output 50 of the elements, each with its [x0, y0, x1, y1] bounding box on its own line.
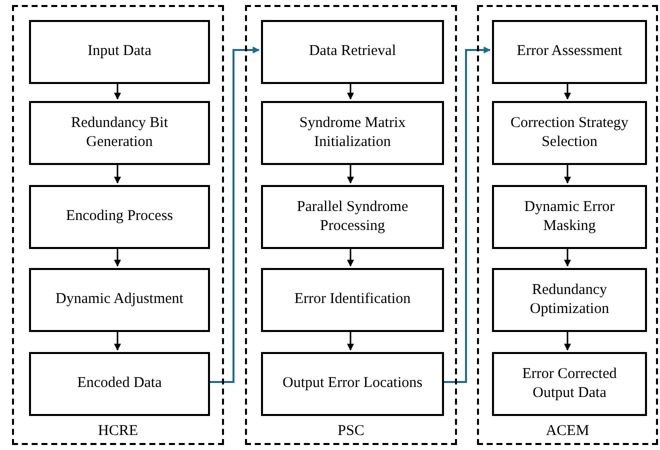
arrow — [114, 330, 121, 351]
arrow — [564, 330, 571, 351]
step-label: Encoded Data — [77, 374, 162, 394]
arrow — [114, 82, 121, 100]
group-label: PSC — [336, 423, 366, 440]
arrow — [564, 163, 571, 184]
step-label: Dynamic Adjustment — [56, 290, 184, 310]
process-box — [29, 101, 210, 165]
process-box — [29, 352, 210, 416]
step-label: Redundancy Bit Generation — [70, 114, 170, 152]
process-box — [261, 20, 444, 84]
arrow — [564, 82, 571, 100]
process-box — [492, 101, 647, 165]
process-box — [492, 20, 647, 84]
step-label: Error Identification — [294, 290, 411, 310]
process-box — [261, 101, 444, 165]
process-box — [492, 185, 647, 249]
arrow — [347, 330, 354, 351]
group-label: ACEM — [544, 423, 590, 440]
dashed-group-frame — [477, 5, 658, 445]
arrow — [114, 247, 121, 267]
process-box — [29, 185, 210, 249]
dashed-group-frame — [12, 5, 224, 445]
step-label: Encoding Process — [66, 207, 174, 226]
process-box — [492, 352, 647, 416]
step-label: Data Retrieval — [308, 42, 396, 62]
arrow — [564, 247, 571, 267]
group-label: HCRE — [96, 423, 139, 440]
process-box — [261, 268, 444, 332]
step-label: Redundancy Optimization — [528, 280, 610, 319]
process-box — [29, 20, 210, 84]
arrow — [347, 247, 354, 267]
arrow — [347, 82, 354, 100]
arrow — [114, 163, 121, 184]
process-box — [29, 268, 210, 332]
process-box — [261, 352, 444, 416]
step-label: Error Assessment — [516, 42, 622, 62]
process-box — [492, 268, 647, 332]
arrow — [208, 46, 260, 383]
step-label: Correction Strategy Selection — [510, 114, 630, 152]
dashed-group-frame — [245, 5, 457, 445]
step-label: Input Data — [88, 42, 152, 62]
step-label: Syndrome Matrix Initialization — [298, 114, 407, 152]
step-label: Parallel Syndrome Processing — [296, 198, 410, 236]
arrow — [442, 46, 491, 383]
step-label: Output Error Locations — [282, 374, 422, 394]
step-label: Dynamic Error Masking — [523, 198, 616, 236]
arrow — [347, 163, 354, 184]
step-label: Error Corrected Output Data — [521, 364, 618, 403]
process-box — [261, 185, 444, 249]
